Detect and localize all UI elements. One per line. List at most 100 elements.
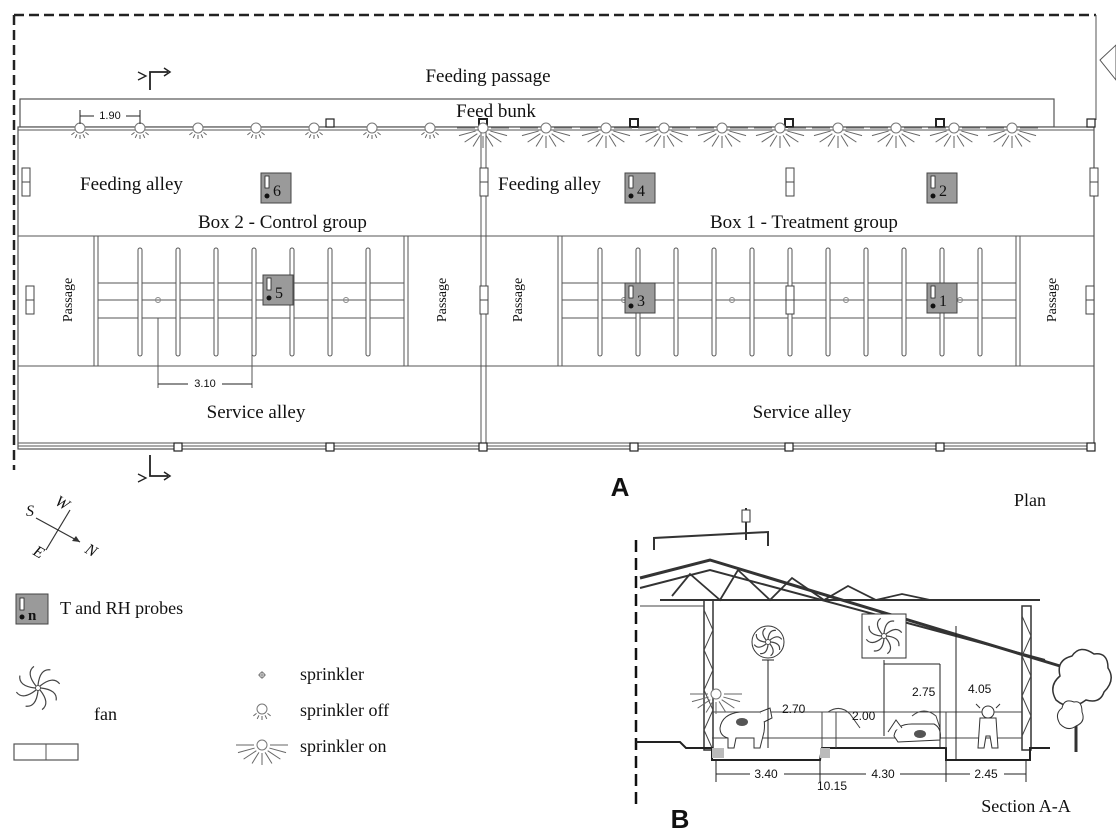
legend-probe-n: n — [28, 608, 37, 624]
fan-box-icon — [479, 285, 489, 315]
sprinkler-on-icon — [986, 122, 1038, 148]
floor-curb — [820, 748, 830, 758]
legend-sprinkler-label: sprinkler — [300, 664, 364, 684]
sprinkler-on-icon — [457, 122, 509, 148]
barn-outline — [17, 126, 1095, 450]
fan-box-icon — [785, 285, 795, 315]
dim-total: 10.15 — [817, 779, 847, 793]
sprinkler-on-icon — [580, 122, 632, 148]
dim-h3: 2.75 — [912, 685, 936, 699]
cow-lying-icon — [887, 719, 941, 743]
box2-label: Box 2 - Control group — [198, 212, 367, 233]
sprinkler-on-icon — [928, 122, 980, 148]
stall-divider — [901, 247, 907, 357]
stall-divider — [213, 247, 219, 357]
feeding-alley-right-label: Feeding alley — [498, 174, 601, 195]
feeding-passage-label: Feeding passage — [425, 66, 550, 87]
probe-id: 5 — [275, 285, 283, 302]
stall-divider — [251, 247, 257, 357]
panel-a-label: A — [611, 472, 630, 502]
compass-w: W — [52, 493, 73, 515]
post — [478, 442, 488, 452]
sprinkler-icon — [155, 297, 161, 303]
section-label: Section A-A — [981, 796, 1071, 816]
wall-fan-icon — [751, 625, 785, 659]
sprinkler-on-icon — [690, 688, 742, 714]
tree-icon — [1052, 648, 1112, 752]
roof-top — [639, 558, 1061, 668]
roof-chord — [639, 568, 1046, 661]
column-left — [703, 599, 714, 751]
post — [629, 442, 639, 452]
probe-marker: 6 — [260, 172, 292, 204]
passage-label: Passage — [511, 278, 526, 322]
stall-divider — [977, 247, 983, 357]
sprinkler-off-icon — [189, 122, 207, 139]
posts — [173, 118, 1096, 452]
post — [173, 442, 183, 452]
plan-label: Plan — [1014, 490, 1046, 510]
dim-h4: 4.05 — [968, 682, 992, 696]
floor-curb — [712, 748, 724, 758]
legend-probe-icon: n — [15, 593, 49, 625]
sprinkler-off-icon — [131, 122, 149, 139]
compass-e: E — [29, 542, 47, 562]
post — [629, 118, 639, 128]
probe-marker: 5 — [262, 274, 294, 306]
stall-divider — [137, 247, 143, 357]
fan-box-icon — [25, 285, 35, 315]
fan-box-icon — [1089, 167, 1099, 197]
sprinkler-on-icon — [812, 122, 864, 148]
dim-bg — [866, 766, 900, 780]
post — [325, 118, 335, 128]
post — [1086, 118, 1096, 128]
stall-divider — [711, 247, 717, 357]
sprinkler-off-icon — [71, 122, 89, 139]
passage-label: Passage — [1045, 278, 1060, 322]
stall-loop — [827, 708, 861, 729]
legend-fan-label: fan — [94, 704, 117, 724]
post — [1086, 442, 1096, 452]
stall-divider — [825, 247, 831, 357]
sprinkler-off-icon — [253, 703, 271, 720]
section-view: 2.70 2.00 2.75 4.05 3.40 4.30 2.45 10.15… — [634, 508, 1112, 829]
dim-h1: 2.70 — [782, 702, 806, 716]
fan-box-icon — [21, 167, 31, 197]
post — [935, 442, 945, 452]
sprinkler-icon — [729, 297, 735, 303]
passage-label: Passage — [61, 278, 76, 322]
legend-sprinkler-off-label: sprinkler off — [300, 700, 389, 720]
stall-loop — [911, 710, 941, 729]
probe-id: 2 — [939, 183, 947, 200]
sprinklers — [71, 122, 1038, 303]
sprinkler-on-icon — [520, 122, 572, 148]
column-right-lattice — [1021, 615, 1032, 737]
compass-arrow — [72, 536, 80, 542]
section-arrow-bottom — [137, 455, 172, 483]
post — [784, 118, 794, 128]
stall-divider — [863, 247, 869, 357]
dim-w1: 3.40 — [754, 767, 778, 781]
stall-divider — [749, 247, 755, 357]
column-right — [1021, 605, 1032, 751]
sprinkler-on-icon — [870, 122, 922, 148]
sprinkler-on-icon — [236, 739, 288, 765]
stall-divider — [327, 247, 333, 357]
probe-id: 1 — [939, 293, 947, 310]
dim-bg — [94, 108, 126, 122]
post — [325, 442, 335, 452]
compass-n: N — [81, 540, 101, 561]
sprinkler-off-icon — [247, 122, 265, 139]
dim-stall-spacing: 3.10 — [194, 378, 215, 390]
compass-s: S — [26, 503, 34, 520]
legend-probe-label: T and RH probes — [60, 598, 183, 618]
stall-divider — [673, 247, 679, 357]
sprinkler-on-icon — [696, 122, 748, 148]
dim-sprinkler-spacing: 1.90 — [99, 110, 120, 122]
section-arrow-top — [137, 67, 172, 90]
box1-label: Box 1 - Treatment group — [710, 212, 898, 233]
dim-bg — [188, 376, 222, 390]
service-alley-right-label: Service alley — [753, 402, 852, 423]
sprinkler-off-icon — [363, 122, 381, 139]
probe-id: 6 — [273, 183, 281, 200]
